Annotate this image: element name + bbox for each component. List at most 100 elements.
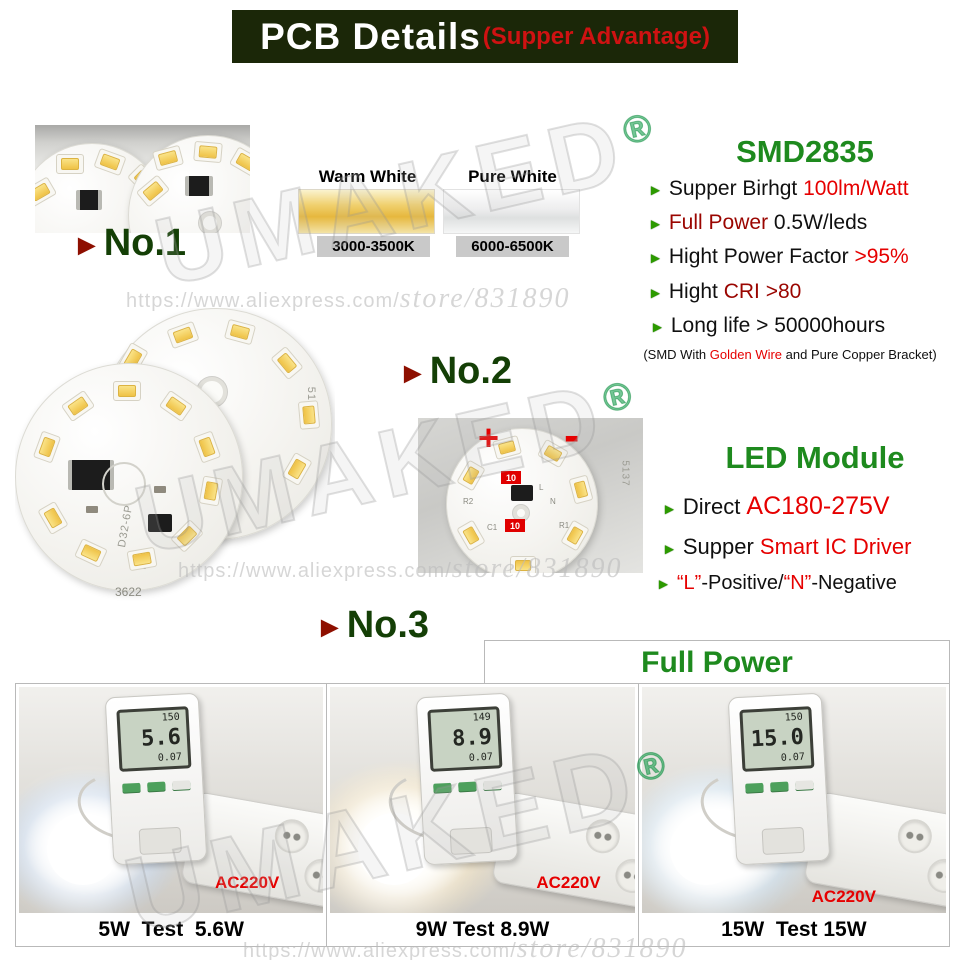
url-suffix: store/831890 <box>399 283 571 314</box>
pcb-photo-no1 <box>35 125 250 233</box>
meter-buttons <box>433 780 502 793</box>
test-caption: 5W Test 5.6W <box>16 913 327 946</box>
test-caption: 15W Test 15W <box>638 913 949 946</box>
bullet-highlight: AC180-275V <box>746 492 890 520</box>
silk-c1: C1 <box>487 523 498 532</box>
socket <box>272 816 312 856</box>
red-arrow-icon: ► <box>315 611 345 644</box>
silk-r1: R1 <box>559 521 570 530</box>
note-text: and Pure Copper Bracket) <box>782 347 937 362</box>
meter-button <box>147 781 166 792</box>
resistor <box>154 486 166 493</box>
smd-bullet-brightness: ►Supper Birhgt 100lm/Watt <box>648 177 909 201</box>
ic-chip <box>148 514 172 532</box>
meter-reading-top: 150 <box>784 711 803 724</box>
meter-reading-top: 149 <box>472 711 492 724</box>
ic-chip <box>76 190 102 210</box>
bullet-text: Hight Power Factor <box>668 245 855 268</box>
bullet-text: Long life > 50000hours <box>670 314 886 337</box>
meter-button <box>794 780 814 791</box>
led-chip <box>113 381 141 401</box>
silk-r2: R2 <box>463 497 474 506</box>
led-chip <box>135 174 171 208</box>
red-arrow-icon: ► <box>72 229 102 262</box>
note-highlight: Golden Wire <box>709 347 783 362</box>
led-chip <box>456 459 486 492</box>
full-power-header: Full Power <box>484 640 950 684</box>
banner: PCB Details (Supper Advantage) <box>232 10 738 63</box>
meter-buttons <box>744 780 814 793</box>
led-chip <box>158 389 194 423</box>
bullet-arrow-icon: ► <box>662 541 677 558</box>
socket <box>613 856 635 896</box>
smd-bullet-lifetime: ► Long life > 50000hours <box>650 314 885 338</box>
test-cell-15w: 150 15.0 0.07 AC220V 15W Test 15W <box>638 684 949 946</box>
highlight-tag: 10 <box>505 519 525 532</box>
test-photo: 150 5.6 0.07 AC220V <box>19 687 324 913</box>
note-text: (SMD With <box>643 347 710 362</box>
led-lamp <box>669 813 742 885</box>
power-meter: 150 15.0 0.07 <box>727 692 830 866</box>
test-cell-5w: 150 5.6 0.07 AC220V 5W Test 5.6W <box>16 684 328 946</box>
led-chip <box>198 475 224 507</box>
bullet-arrow-icon: ► <box>648 285 663 302</box>
led-chip <box>151 144 185 172</box>
led-bullet-polarity: ►“L”-Positive/“N”-Negative <box>656 572 897 595</box>
bullet-text: 0.5W/leds <box>768 211 868 234</box>
socket <box>583 816 623 856</box>
pure-white-swatch <box>443 189 580 234</box>
led-chip <box>192 430 222 464</box>
ac-voltage-label: AC220V <box>536 873 601 892</box>
meter-display: 150 5.6 0.07 <box>116 706 192 772</box>
mounting-hole <box>199 212 221 233</box>
led-chip <box>35 176 58 208</box>
bullet-arrow-icon: ► <box>656 576 671 593</box>
led-chip <box>93 147 127 177</box>
led-lamp <box>358 813 431 885</box>
pcb-code: D32-6P <box>115 503 136 549</box>
meter-reading-watts: 5.6 <box>140 724 182 752</box>
meter-reading-top: 150 <box>161 711 181 724</box>
warm-white-label: Warm White <box>318 167 417 186</box>
bullet-highlight: >95% <box>854 245 909 268</box>
meter-reading-sub: 0.07 <box>468 751 494 764</box>
positive-mark: + <box>478 418 500 458</box>
pcb-code-under: 3622 <box>115 585 142 599</box>
bullet-arrow-icon: ► <box>650 319 665 336</box>
bullet-highlight: Full Power <box>668 211 769 234</box>
pcb-serial: 5137 <box>619 460 631 487</box>
silk-n: N <box>550 497 556 506</box>
bullet-highlight: Smart IC Driver <box>759 534 912 559</box>
power-meter: 149 8.9 0.07 <box>415 692 519 866</box>
meter-display: 150 15.0 0.07 <box>738 706 815 772</box>
power-meter: 150 5.6 0.07 <box>104 692 208 866</box>
smd-bullet-power: ►Full Power 0.5W/leds <box>648 211 867 235</box>
red-arrow-icon: ► <box>398 357 428 390</box>
smd-note: (SMD With Golden Wire and Pure Copper Br… <box>620 347 960 362</box>
registered-icon: ® <box>619 106 657 154</box>
led-chip <box>297 400 321 430</box>
meter-button <box>458 781 477 792</box>
pcb-board <box>128 135 250 233</box>
socket <box>924 856 946 896</box>
bullet-arrow-icon: ► <box>662 501 677 518</box>
bullet-text: Hight <box>668 280 724 303</box>
led-chip <box>166 320 200 350</box>
meter-display: 149 8.9 0.07 <box>427 706 503 772</box>
socket <box>894 816 935 856</box>
led-bullet-driver: ►Supper Smart IC Driver <box>662 534 911 560</box>
led-chip <box>270 345 304 381</box>
bullet-highlight: CRI >80 <box>723 280 802 303</box>
highlight-tag: 10 <box>501 471 521 484</box>
led-chip <box>74 538 108 568</box>
meter-button <box>122 782 141 793</box>
smd-bullet-cri: ► Hight CRI >80 <box>648 280 801 304</box>
led-chip <box>568 474 594 505</box>
pcb-board: 10 10 L N R1 C1 R2 <box>446 428 598 573</box>
banner-title: PCB Details <box>260 15 481 57</box>
pcb-photo-no2-small: 10 10 L N R1 C1 R2 + - 5137 <box>418 418 643 573</box>
bullet-highlight: “N” <box>783 572 812 594</box>
pure-white-label: Pure White <box>468 167 557 186</box>
test-caption: 9W Test 8.9W <box>327 913 638 946</box>
meter-button <box>483 780 502 791</box>
